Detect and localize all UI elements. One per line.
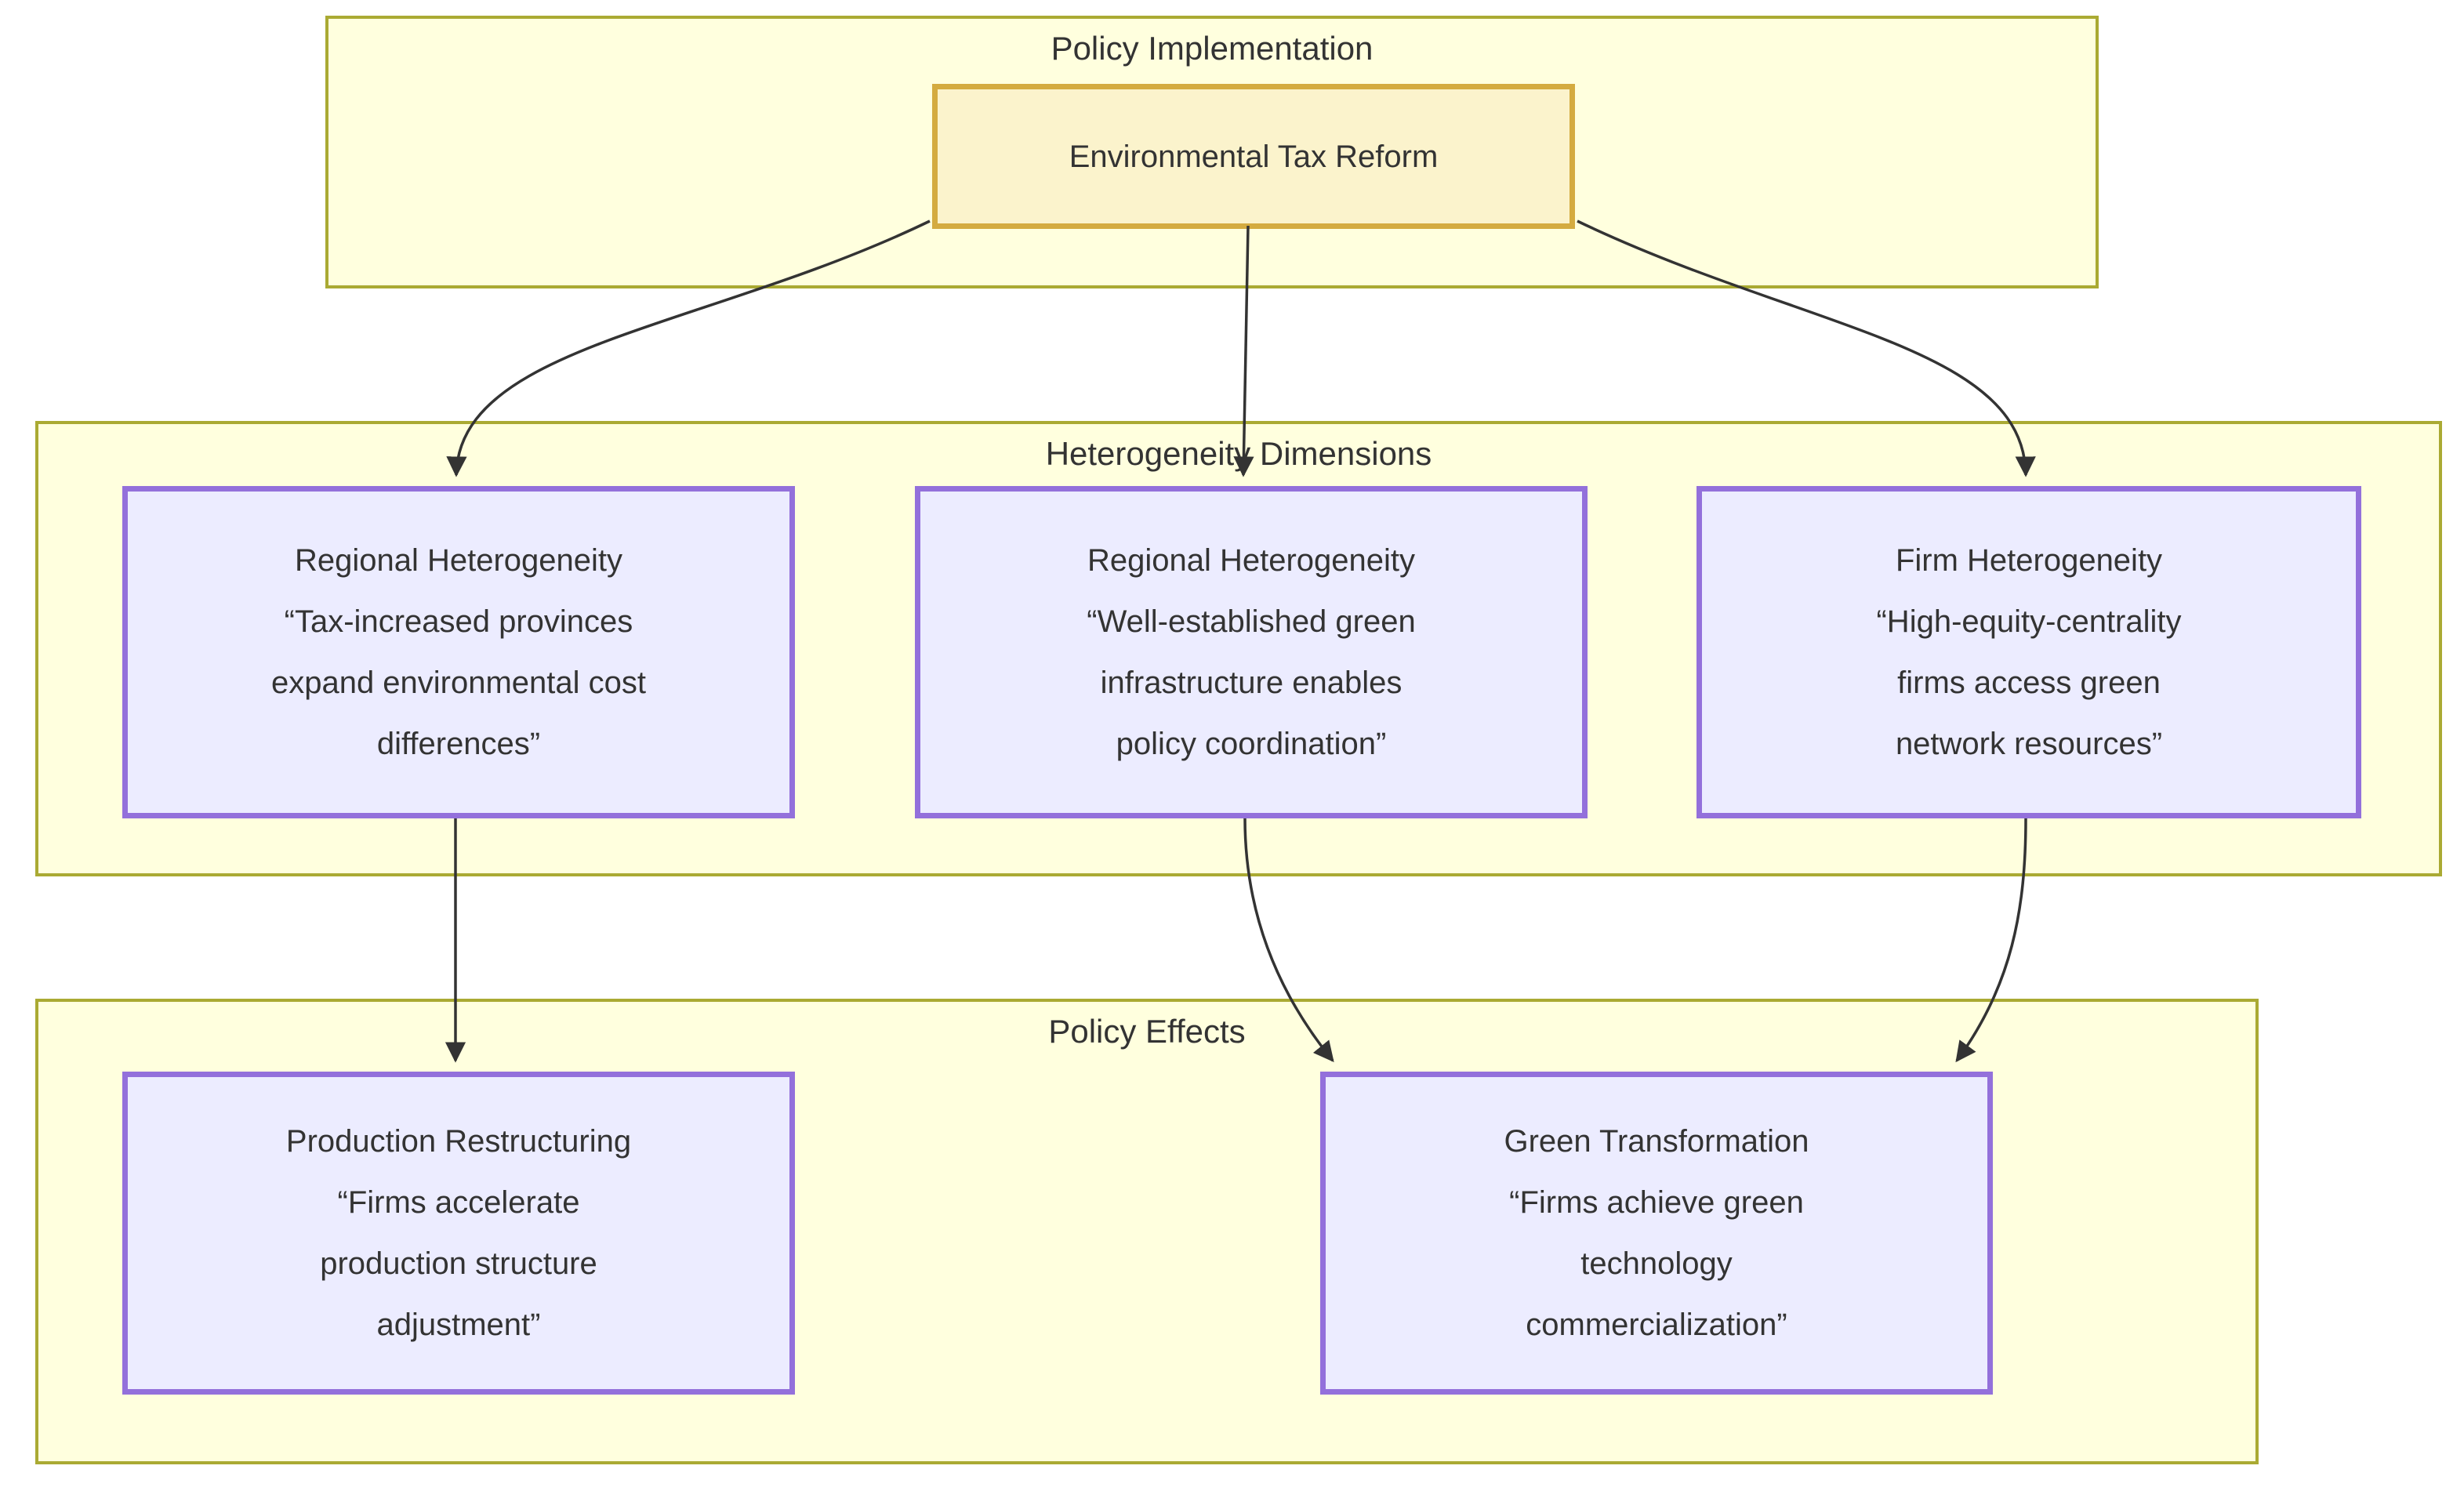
cluster-policy-effects: Policy Effects Production Restructuring … bbox=[35, 999, 2259, 1464]
node-quote-line: commercialization” bbox=[1526, 1308, 1787, 1342]
cluster-label-policy-effects: Policy Effects bbox=[1048, 1013, 1246, 1050]
node-quote-line: expand environmental cost bbox=[270, 666, 647, 700]
node-production-restructuring: Production Restructuring “Firms accelera… bbox=[122, 1072, 795, 1395]
node-quote-line: differences” bbox=[376, 727, 541, 761]
node-firm-heterogeneity: Firm Heterogeneity “High-equity-centrali… bbox=[1696, 486, 2361, 818]
node-quote-line: policy coordination” bbox=[1116, 727, 1387, 761]
node-quote-line: network resources” bbox=[1895, 727, 2163, 761]
node-quote-line: “Firms accelerate bbox=[337, 1185, 580, 1220]
node-quote-line: adjustment” bbox=[376, 1308, 541, 1342]
node-title: Green Transformation bbox=[1504, 1124, 1809, 1159]
cluster-policy-implementation: Policy Implementation Environmental Tax … bbox=[325, 16, 2099, 288]
node-quote-line: “Firms achieve green bbox=[1509, 1185, 1804, 1220]
node-regional-heterogeneity-2: Regional Heterogeneity “Well-established… bbox=[915, 486, 1588, 818]
node-quote-line: production structure bbox=[320, 1246, 597, 1281]
node-quote-line: “Tax-increased provinces bbox=[284, 604, 633, 639]
node-title: Regional Heterogeneity bbox=[1087, 543, 1416, 578]
node-title: Production Restructuring bbox=[285, 1124, 632, 1159]
cluster-heterogeneity-dimensions: Heterogeneity Dimensions Regional Hetero… bbox=[35, 421, 2442, 876]
node-regional-heterogeneity-1: Regional Heterogeneity “Tax-increased pr… bbox=[122, 486, 795, 818]
node-quote-line: infrastructure enables bbox=[1100, 666, 1403, 700]
node-title: Regional Heterogeneity bbox=[294, 543, 623, 578]
node-quote-line: “High-equity-centrality bbox=[1876, 604, 2182, 639]
node-label: Environmental Tax Reform bbox=[1069, 139, 1439, 174]
cluster-label-heterogeneity-dimensions: Heterogeneity Dimensions bbox=[1045, 435, 1432, 472]
node-quote-line: “Well-established green bbox=[1087, 604, 1416, 639]
node-title: Firm Heterogeneity bbox=[1895, 543, 2163, 578]
node-green-transformation: Green Transformation “Firms achieve gree… bbox=[1320, 1072, 1993, 1395]
node-quote-line: firms access green bbox=[1897, 666, 2161, 700]
node-quote-line: technology bbox=[1580, 1246, 1733, 1281]
node-environmental-tax-reform: Environmental Tax Reform bbox=[932, 84, 1575, 229]
cluster-label-policy-implementation: Policy Implementation bbox=[1051, 30, 1374, 67]
